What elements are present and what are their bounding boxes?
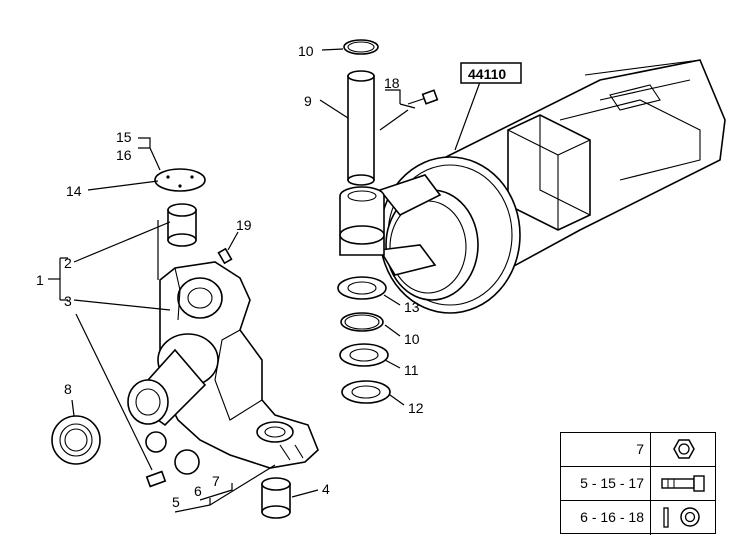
bolt-18: [407, 89, 439, 105]
callout-19: 19: [236, 217, 252, 233]
bush-2: [167, 203, 197, 247]
callout-11: 11: [404, 362, 419, 378]
steering-knuckle: [127, 261, 319, 469]
ring-10-lower: [340, 312, 384, 332]
callout-12: 12: [408, 400, 424, 416]
pin-19: [217, 247, 233, 265]
legend-key: 7: [561, 433, 651, 466]
callout-14: 14: [66, 183, 82, 199]
legend-row-bolt: 5 - 15 - 17: [561, 467, 715, 501]
seal-8: [51, 415, 101, 465]
callout-labels: 10 9 18 44110 15 16 14 19 2 1 3 8 13 10 …: [36, 43, 522, 510]
callout-10-top: 10: [298, 43, 314, 59]
callout-10-lower: 10: [404, 331, 420, 347]
callout-7: 7: [212, 473, 220, 489]
legend-key: 6 - 16 - 18: [561, 501, 651, 535]
ring-11: [339, 343, 389, 367]
reference-number: 44110: [468, 66, 506, 82]
callout-5: 5: [172, 494, 180, 510]
king-pin: [343, 39, 379, 186]
hardware-legend-table: 7 5 - 15 - 17 6 - 16 - 18: [560, 432, 716, 535]
legend-row-washer: 6 - 16 - 18: [561, 501, 715, 535]
bolt-icon: [652, 467, 716, 500]
cover-14: [154, 168, 206, 192]
callout-6: 6: [194, 483, 202, 499]
callout-3: 3: [64, 293, 72, 309]
axle-housing: [378, 59, 726, 314]
callout-4: 4: [322, 481, 330, 497]
callout-2: 2: [64, 255, 72, 271]
callout-9: 9: [304, 93, 312, 109]
hex-nut-icon: [652, 433, 716, 466]
legend-row-nut: 7: [561, 433, 715, 467]
ring-12: [341, 380, 391, 404]
yoke-boss: [339, 186, 385, 256]
callout-8: 8: [64, 381, 72, 397]
reference-box-44110: 44110: [460, 62, 522, 84]
callout-15: 15: [116, 129, 132, 145]
callout-13: 13: [404, 299, 420, 315]
legend-key: 5 - 15 - 17: [561, 467, 651, 500]
washer-icon: [652, 501, 716, 535]
callout-16: 16: [116, 147, 132, 163]
callout-1: 1: [36, 272, 44, 288]
leader-lines: [48, 48, 481, 513]
callout-18: 18: [384, 75, 400, 91]
ring-13: [337, 276, 387, 300]
bush-3: [145, 431, 200, 488]
bush-4: [261, 477, 291, 519]
